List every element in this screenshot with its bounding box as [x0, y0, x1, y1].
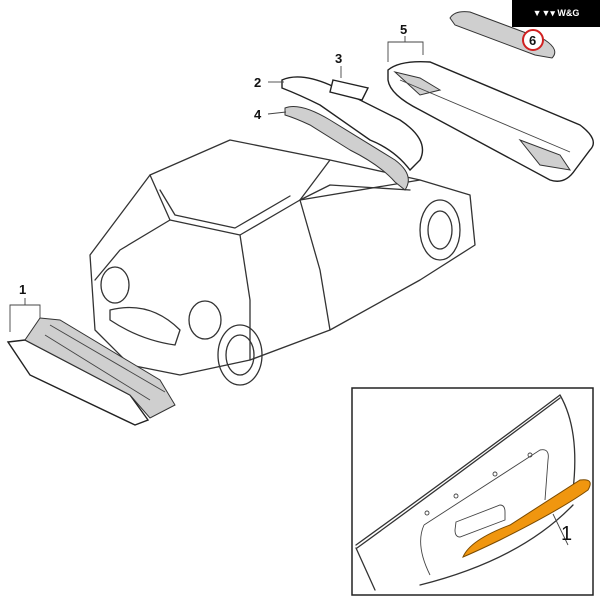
- callout-5: 5: [400, 22, 407, 37]
- part-front-grille: [6, 317, 176, 426]
- car-illustration: [89, 139, 476, 386]
- part-rear-trim-panel: [387, 60, 594, 182]
- callout-4: 4: [254, 107, 262, 122]
- license-plate-mount: [454, 504, 506, 538]
- inset-detail: [351, 387, 594, 596]
- callout-2: 2: [254, 75, 261, 90]
- part-2: [281, 76, 424, 172]
- callout-bracket-5: [387, 36, 424, 62]
- leader-line-4: [267, 111, 287, 115]
- part-4: [284, 106, 409, 191]
- brand-logo: ▼▼▾ W&G: [512, 0, 600, 27]
- inset-callout-1: 1: [561, 523, 572, 545]
- callout-bracket-1: [9, 298, 41, 332]
- callout-6: 6: [529, 33, 536, 48]
- highlighted-handle-strip: [462, 479, 591, 558]
- callout-3: 3: [335, 51, 342, 66]
- leader-line-inset-1: [552, 513, 569, 546]
- part-3: [329, 79, 370, 101]
- highlight-circle: [522, 29, 544, 51]
- callout-1: 1: [19, 282, 26, 297]
